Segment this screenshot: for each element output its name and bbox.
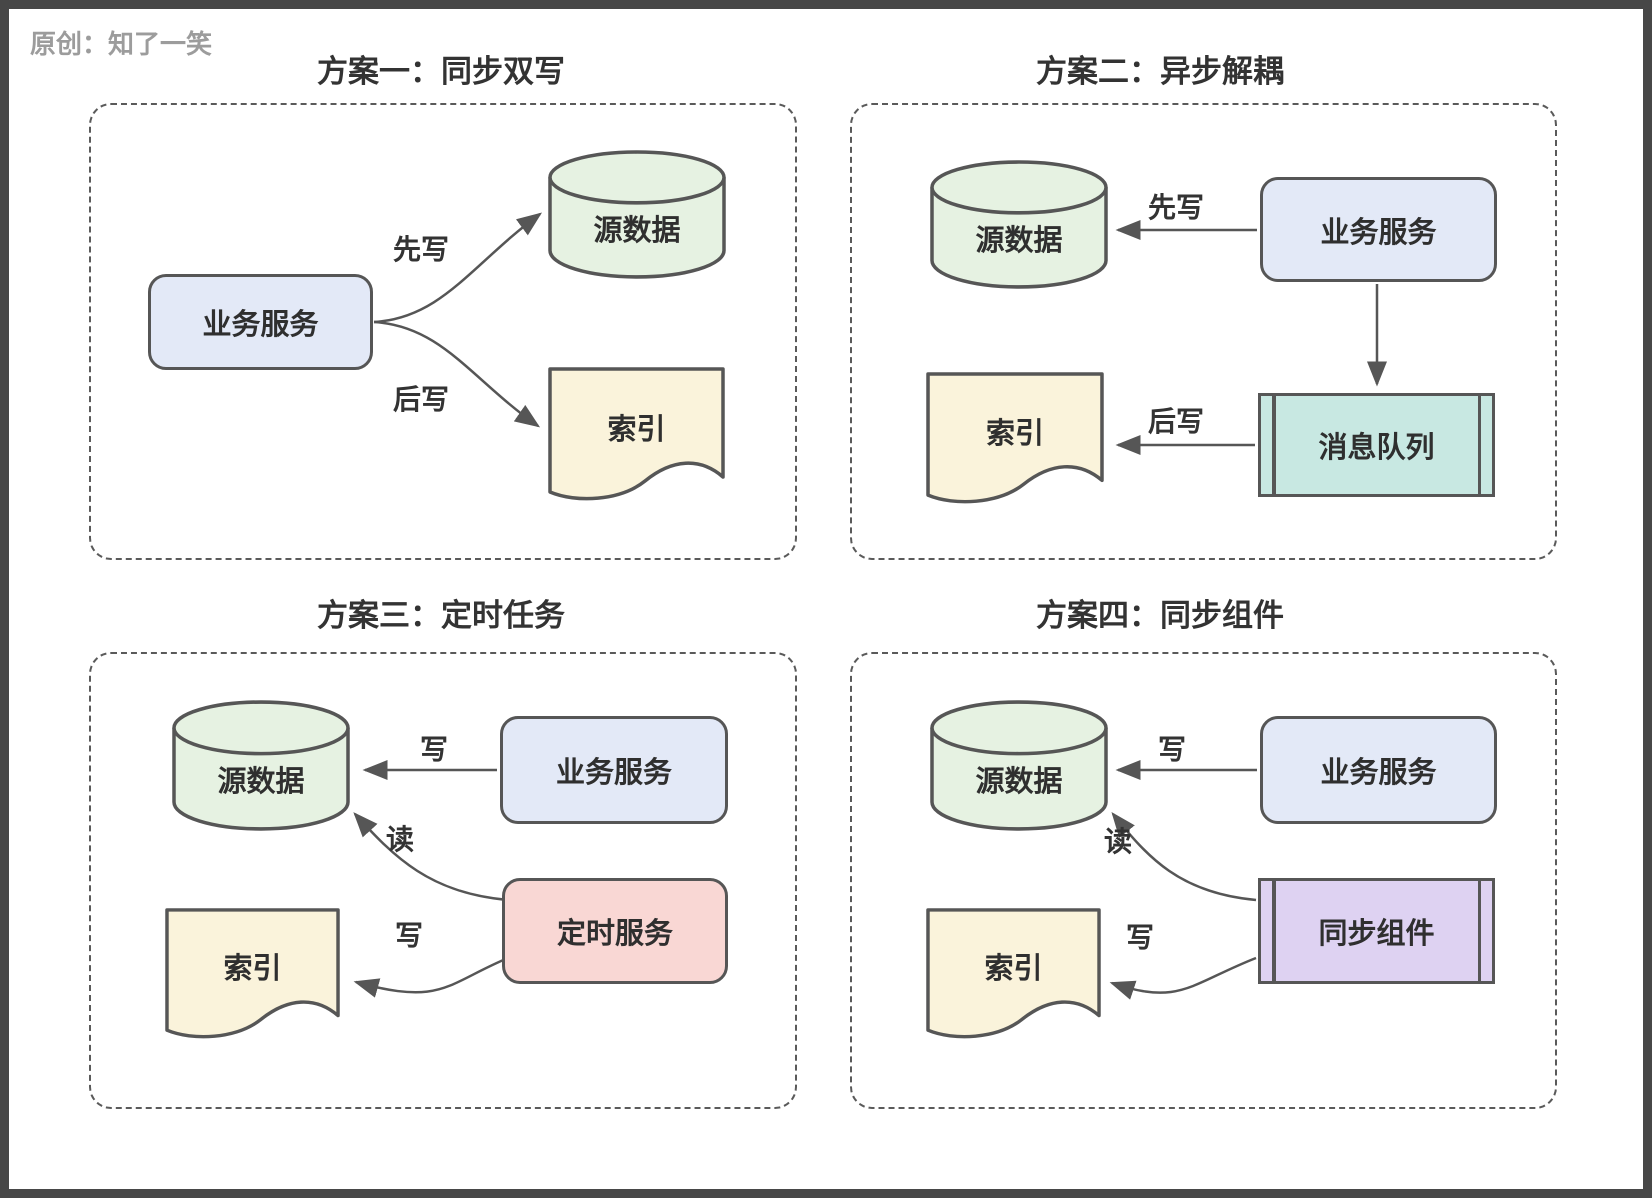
panel2-title: 方案二：异步解耦	[1036, 54, 1284, 89]
p1-edge-label-write-first: 先写	[393, 234, 450, 265]
arrow-p4-sync-read	[1111, 812, 1257, 902]
p3-business-service-node: 业务服务	[500, 716, 728, 824]
panel2-container	[850, 103, 1557, 560]
panel3-title: 方案三：定时任务	[317, 598, 565, 633]
p4-edge-label-write-index: 写	[1126, 922, 1155, 953]
p1-source-db-label: 源数据	[593, 215, 681, 247]
p3-timer-service-node: 定时服务	[502, 878, 728, 984]
p2-message-queue-label: 消息队列	[1318, 432, 1435, 464]
p4-edge-label-read: 读	[1104, 826, 1133, 857]
arrow-p4-sync-write	[1109, 956, 1257, 1000]
p4-sync-component-node: 同步组件	[1258, 878, 1495, 984]
p4-index-doc-node: 索引	[926, 908, 1101, 1040]
p4-edge-label-write: 写	[1158, 734, 1187, 765]
p3-database-cylinder-shape	[172, 700, 350, 831]
p2-business-service-node: 业务服务	[1260, 177, 1497, 282]
panel4-container	[850, 652, 1557, 1109]
arrow-p3-timer-write	[353, 956, 509, 998]
arrow-p3-timer-read	[353, 812, 509, 902]
p4-document-shape	[926, 908, 1101, 1039]
watermark-text: 原创：知了一笑	[30, 29, 213, 59]
p2-source-db-label: 源数据	[975, 225, 1063, 257]
p3-business-service-label: 业务服务	[555, 757, 672, 789]
p2-document-shape	[926, 372, 1104, 504]
p4-source-db-label: 源数据	[975, 766, 1063, 798]
p3-document-shape	[165, 908, 340, 1039]
p3-source-db-node: 源数据	[172, 700, 350, 832]
p2-edge-label-write-second: 后写	[1148, 406, 1205, 437]
p3-edge-label-read: 读	[386, 824, 415, 855]
p4-business-service-node: 业务服务	[1260, 716, 1497, 824]
p3-index-doc-label: 索引	[223, 953, 282, 985]
p1-document-shape	[548, 367, 725, 501]
p1-business-service-node: 业务服务	[148, 274, 373, 370]
p1-database-cylinder-shape	[548, 150, 726, 279]
p4-database-cylinder-shape	[930, 700, 1108, 831]
p2-source-db-node: 源数据	[930, 160, 1108, 290]
p3-edge-label-write-index: 写	[395, 920, 424, 951]
panel1-title: 方案一：同步双写	[317, 54, 565, 89]
p1-index-doc-label: 索引	[607, 413, 666, 446]
p2-business-service-label: 业务服务	[1320, 216, 1437, 249]
p3-index-doc-node: 索引	[165, 908, 340, 1040]
panel4-title: 方案四：同步组件	[1036, 598, 1284, 633]
p1-source-db-node: 源数据	[548, 150, 726, 280]
p4-source-db-node: 源数据	[930, 700, 1108, 832]
p2-index-doc-label: 索引	[985, 417, 1044, 450]
p2-message-queue-node: 消息队列	[1258, 393, 1495, 497]
p3-edge-label-write: 写	[420, 734, 449, 765]
p4-index-doc-label: 索引	[984, 953, 1043, 985]
p1-business-service-label: 业务服务	[202, 309, 319, 341]
p1-index-doc-node: 索引	[548, 367, 725, 502]
arrow-p1-write-first	[373, 212, 543, 324]
p2-database-cylinder-shape	[930, 160, 1108, 289]
panel3-container	[89, 652, 797, 1109]
p2-index-doc-node: 索引	[926, 372, 1104, 505]
p1-edge-label-write-second: 后写	[393, 384, 450, 415]
panel1-container	[89, 103, 797, 560]
p3-timer-service-label: 定时服务	[556, 918, 673, 950]
arrow-p1-write-second	[373, 320, 541, 428]
p4-sync-component-label: 同步组件	[1318, 918, 1435, 950]
p3-source-db-label: 源数据	[217, 766, 305, 798]
p2-edge-label-write-first: 先写	[1148, 192, 1205, 223]
p4-business-service-label: 业务服务	[1320, 757, 1437, 789]
